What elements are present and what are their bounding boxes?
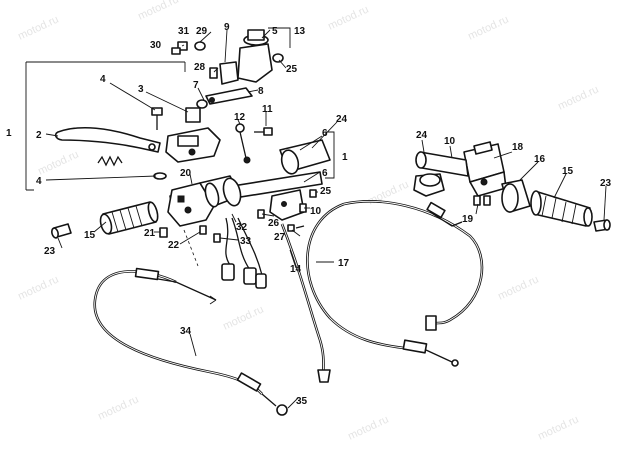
label-10-left: 10 <box>310 206 322 217</box>
label-33: 33 <box>240 236 252 247</box>
left-grip <box>99 201 159 235</box>
watermark-text: motod.ru <box>221 303 265 332</box>
screw-19 <box>473 195 491 206</box>
label-22: 22 <box>168 240 180 251</box>
screw-21 <box>159 227 168 238</box>
label-25-mid: 25 <box>320 186 332 197</box>
label-34: 34 <box>180 326 192 337</box>
label-6-top: 6 <box>322 128 328 139</box>
right-grip <box>530 190 593 227</box>
right-bar-tube-10 <box>415 151 469 177</box>
group-bracket-13 <box>268 27 291 48</box>
watermark-text: motod.ru <box>496 273 540 302</box>
right-switch-housing <box>463 141 507 197</box>
label-15-right: 15 <box>562 166 574 177</box>
screw-25-mid <box>309 189 317 198</box>
watermark-text: motod.ru <box>326 3 370 32</box>
label-15-left: 15 <box>84 230 96 241</box>
label-23-right: 23 <box>600 178 612 189</box>
brake-reservoir <box>219 29 273 85</box>
label-35: 35 <box>296 396 308 407</box>
screw-27 <box>287 224 305 232</box>
group-bracket-1-left <box>25 61 186 191</box>
label-25-top: 25 <box>286 64 298 75</box>
throttle-cable <box>280 223 331 383</box>
throttle-sleeve-16 <box>501 179 531 213</box>
label-29: 29 <box>196 26 208 37</box>
label-19: 19 <box>462 214 474 225</box>
label-28: 28 <box>194 62 206 73</box>
label-14: 14 <box>290 264 302 275</box>
label-1-left: 1 <box>6 128 12 139</box>
label-12: 12 <box>234 112 246 123</box>
left-switch-housing <box>167 175 242 227</box>
label-13: 13 <box>294 26 306 37</box>
label-20: 20 <box>180 168 192 179</box>
clamp-24-right <box>413 173 445 197</box>
label-10-right: 10 <box>444 136 456 147</box>
label-27: 27 <box>274 232 286 243</box>
leader-lines <box>45 29 607 409</box>
screw-28 <box>209 67 218 79</box>
brake-light-switch-12 <box>235 123 251 164</box>
label-2: 2 <box>36 130 42 141</box>
clutch-cable <box>93 267 288 416</box>
label-30: 30 <box>150 40 162 51</box>
label-3: 3 <box>138 84 144 95</box>
brake-perch <box>165 107 221 163</box>
label-24-center: 24 <box>336 114 348 125</box>
label-11: 11 <box>262 104 273 115</box>
label-23-left: 23 <box>44 246 56 257</box>
lever-spring <box>97 155 123 167</box>
throttle-housing-center <box>269 139 331 221</box>
label-31: 31 <box>178 26 190 37</box>
label-21: 21 <box>144 228 156 239</box>
watermark-text: motod.ru <box>96 393 140 422</box>
bolt-11 <box>254 127 273 136</box>
label-4-bottom: 4 <box>36 176 42 187</box>
label-9: 9 <box>224 22 230 33</box>
switch-wiring-32 <box>221 217 267 289</box>
washer-25-top <box>272 53 284 63</box>
watermark-text: motod.ru <box>136 0 180 23</box>
label-8: 8 <box>258 86 264 97</box>
group-bracket-1-right <box>325 131 335 179</box>
watermark-text: motod.ru <box>36 148 80 177</box>
bar-end-right <box>593 219 611 232</box>
label-6-bottom: 6 <box>322 168 328 179</box>
washer-29 <box>194 41 206 51</box>
watermark-text: motod.ru <box>466 13 510 42</box>
label-16: 16 <box>534 154 546 165</box>
washer-7 <box>196 99 208 109</box>
label-24-right: 24 <box>416 130 428 141</box>
watermark-text: motod.ru <box>16 13 60 42</box>
label-18: 18 <box>512 142 524 153</box>
label-26: 26 <box>268 218 280 229</box>
choke-cable <box>306 200 484 367</box>
label-4-top: 4 <box>100 74 106 85</box>
part-labels: 1 1 2 3 4 4 5 6 6 7 8 9 10 10 11 12 13 1… <box>6 22 612 407</box>
reservoir-bracket <box>205 87 253 105</box>
label-7: 7 <box>193 80 199 91</box>
watermark-text: motod.ru <box>536 413 580 442</box>
watermark-text: motod.ru <box>556 83 600 112</box>
brake-lever <box>54 126 161 153</box>
label-32: 32 <box>236 222 248 233</box>
pivot-bolt <box>151 107 163 130</box>
screw-33 <box>213 233 221 243</box>
watermark-text: motod.ru <box>16 273 60 302</box>
label-5: 5 <box>272 26 278 37</box>
screw-22 <box>199 225 207 235</box>
label-17: 17 <box>338 258 350 269</box>
label-1-right: 1 <box>342 152 348 163</box>
bar-end-left <box>51 223 72 239</box>
screw-30 <box>171 47 181 55</box>
watermark-text: motod.ru <box>346 413 390 442</box>
